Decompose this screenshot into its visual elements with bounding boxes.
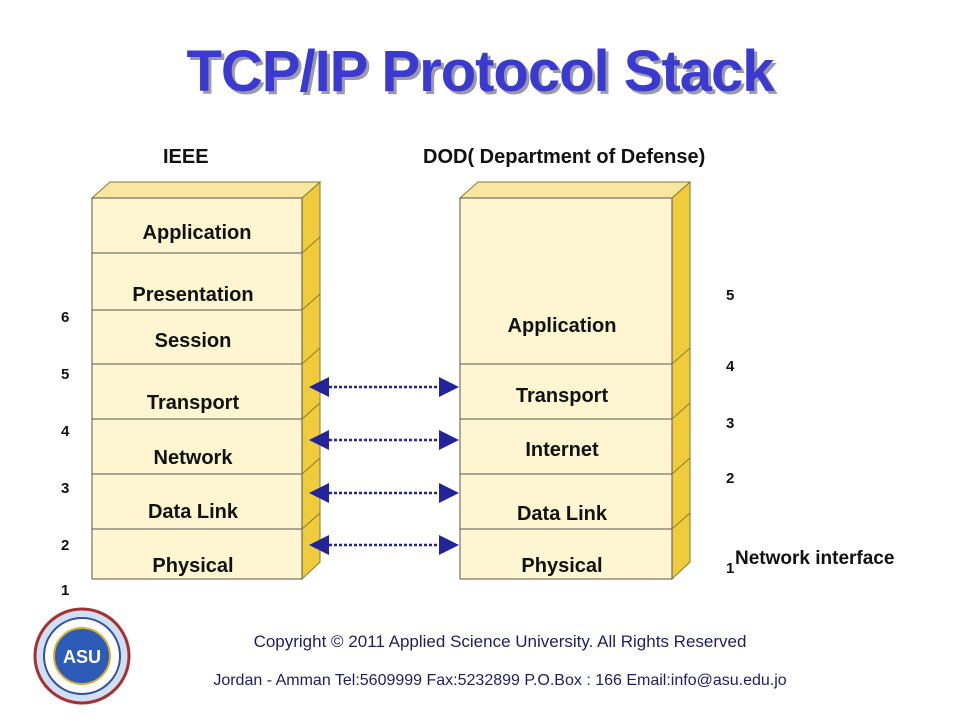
dod-label-application: Application xyxy=(507,315,617,337)
copyright-text: Copyright © 2011 Applied Science Univers… xyxy=(253,632,747,651)
ieee-layer-application xyxy=(91,197,303,254)
ieee-layer-presentation xyxy=(91,252,303,311)
right-number-3: 3 xyxy=(726,415,735,432)
right-number-5: 5 xyxy=(726,287,735,304)
ieee-label-session: Session xyxy=(154,330,232,352)
dod-layer-internet xyxy=(459,418,673,475)
ieee-label-presentation: Presentation xyxy=(132,284,254,306)
left-number-2: 2 xyxy=(61,537,70,554)
header-dod: DOD( Department of Defense) xyxy=(423,146,706,168)
dod-label-datalink: Data Link xyxy=(516,503,608,525)
left-number-1: 1 xyxy=(61,582,70,599)
dod-label-physical: Physical xyxy=(521,555,603,577)
dod-layers xyxy=(459,197,673,580)
logo-text: ASU xyxy=(63,647,101,667)
ieee-layer-datalink xyxy=(91,473,303,530)
dod-layer-physical xyxy=(459,528,673,580)
contact-text: Jordan - Amman Tel:5609999 Fax:5232899 P… xyxy=(213,672,787,689)
ieee-layer-network xyxy=(91,418,303,475)
dod-layer-application xyxy=(459,197,673,365)
ieee-label-application: Application xyxy=(142,222,252,244)
ieee-stack-side xyxy=(301,180,321,581)
left-number-5: 5 xyxy=(61,366,70,383)
university-logo: ASU xyxy=(33,607,131,705)
dod-label-internet: Internet xyxy=(525,439,599,461)
dod-layer-datalink xyxy=(459,473,673,530)
ieee-label-network: Network xyxy=(153,447,233,469)
ieee-label-physical: Physical xyxy=(152,555,234,577)
left-number-3: 3 xyxy=(61,480,70,497)
ieee-layers xyxy=(91,197,303,580)
ieee-layer-physical xyxy=(91,528,303,580)
header-ieee: IEEE xyxy=(163,146,209,168)
dod-stack-side xyxy=(671,180,691,581)
network-interface-label: Network interface xyxy=(735,548,895,569)
left-number-6: 6 xyxy=(61,309,70,326)
right-number-2: 2 xyxy=(726,470,735,487)
right-number-1: 1 xyxy=(726,560,735,577)
dod-stack-top xyxy=(458,181,692,199)
ieee-label-transport: Transport xyxy=(146,392,240,414)
ieee-stack-top xyxy=(90,181,322,199)
ieee-label-datalink: Data Link xyxy=(147,501,239,523)
page-title: TCP/IP Protocol Stack xyxy=(186,39,774,104)
dod-label-transport: Transport xyxy=(515,385,609,407)
ieee-layer-transport xyxy=(91,363,303,420)
right-number-4: 4 xyxy=(726,358,735,375)
ieee-layer-session xyxy=(91,309,303,365)
dod-layer-transport xyxy=(459,363,673,420)
left-number-4: 4 xyxy=(61,423,70,440)
